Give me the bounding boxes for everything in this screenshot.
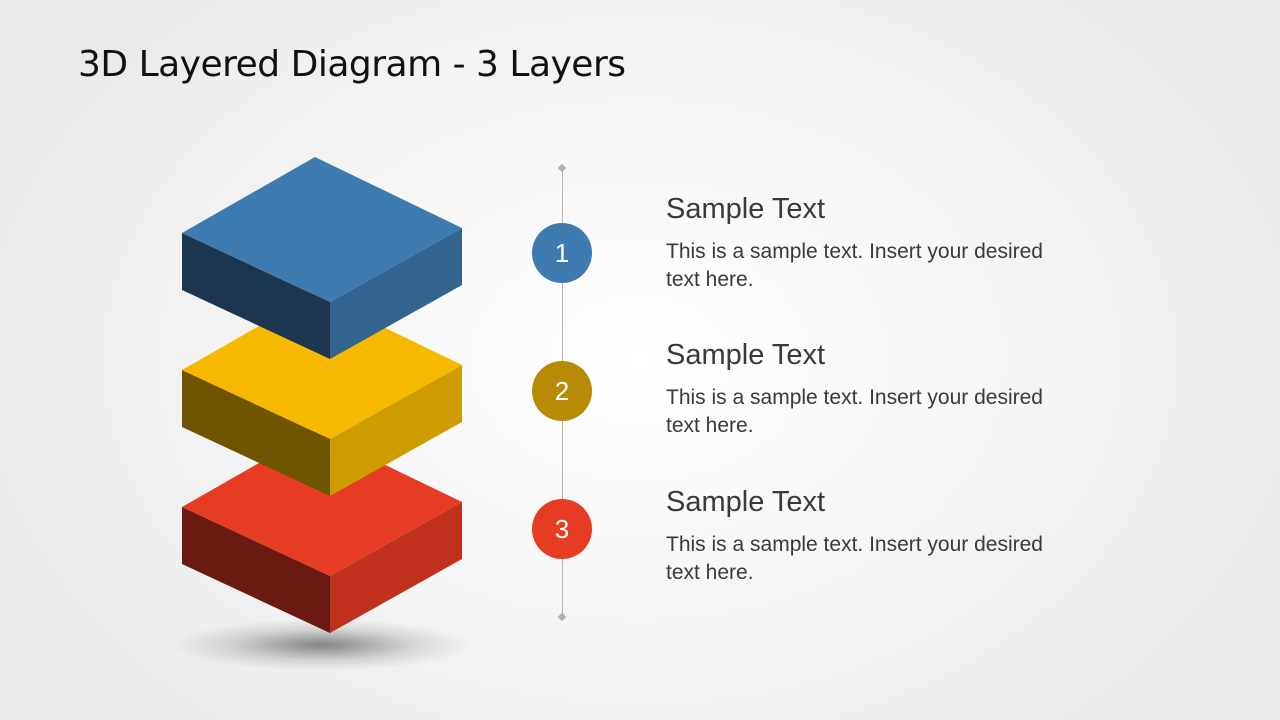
step-3-text-block: Sample Text This is a sample text. Inser… <box>666 486 1046 587</box>
layer-2-right-face <box>330 365 462 496</box>
step-2-text-block: Sample Text This is a sample text. Inser… <box>666 339 1046 440</box>
step-3-badge: 3 <box>532 499 592 559</box>
layer-3-block <box>182 431 462 633</box>
step-3-heading: Sample Text <box>666 486 826 518</box>
step-2-badge: 2 <box>532 361 592 421</box>
step-1-badge: 1 <box>532 223 592 283</box>
layer-3-left-face <box>182 507 330 633</box>
layer-1-block <box>182 157 462 359</box>
stack-shadow <box>172 619 472 671</box>
layer-2-block <box>182 294 462 496</box>
step-1-text-block: Sample Text This is a sample text. Inser… <box>666 193 1046 294</box>
step-1-description: This is a sample text. Insert your desir… <box>666 240 1043 291</box>
layer-2-left-face <box>182 370 330 496</box>
layer-3-top-face <box>182 431 462 576</box>
step-2-description: This is a sample text. Insert your desir… <box>666 386 1043 437</box>
layer-3-right-face <box>330 502 462 633</box>
layer-1-right-face <box>330 228 462 359</box>
step-3-description: This is a sample text. Insert your desir… <box>666 533 1043 584</box>
slide-title: 3D Layered Diagram - 3 Layers <box>78 44 626 85</box>
layer-2-top-face <box>182 294 462 439</box>
layer-1-top-face <box>182 157 462 302</box>
step-1-heading: Sample Text <box>666 193 826 225</box>
step-2-heading: Sample Text <box>666 339 826 371</box>
layer-1-left-face <box>182 233 330 359</box>
